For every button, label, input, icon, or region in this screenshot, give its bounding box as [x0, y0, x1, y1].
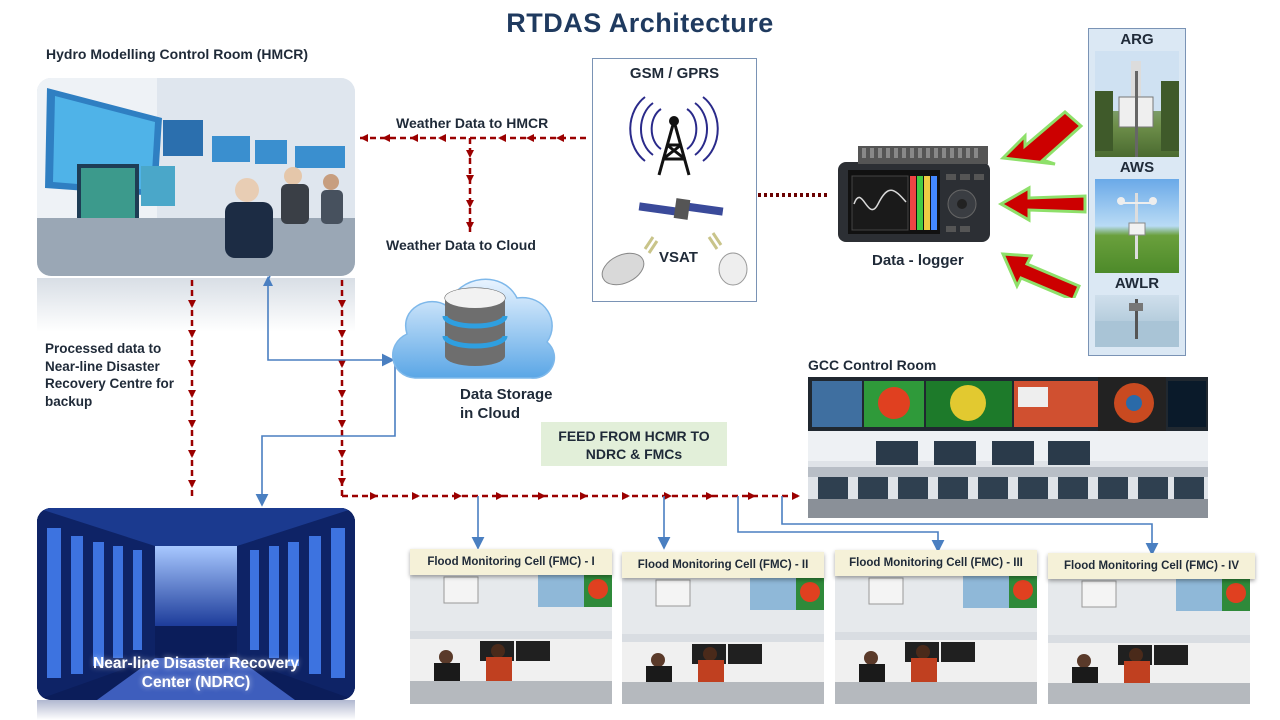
- ndrc-label-line2: Center (NDRC): [141, 674, 251, 691]
- cloud-storage-icon: [392, 278, 556, 379]
- sensor-aws-photo: [1095, 179, 1179, 273]
- tower-icon: [601, 96, 748, 286]
- ndrc-label: Near-line Disaster Recovery Center (NDRC…: [37, 654, 355, 692]
- fmc-panel-3: Flood Monitoring Cell (FMC) - III: [835, 550, 1037, 704]
- feed-line1: FEED FROM HCMR TO: [558, 428, 710, 444]
- gsm-gprs-label: GSM / GPRS: [629, 65, 720, 82]
- sensor-arrows: [997, 110, 1087, 298]
- cloud-storage-label: Data Storage in Cloud: [460, 385, 553, 423]
- dish-antenna-icon: [601, 252, 748, 286]
- link-hmcr-cloud: [267, 282, 395, 367]
- sensor-aws-label: AWS: [1119, 159, 1155, 176]
- fmc-photo-2: [622, 574, 824, 704]
- fmc-panel-1: Flood Monitoring Cell (FMC) - I: [410, 549, 612, 704]
- weather-to-hmcr-label: Weather Data to HMCR: [396, 115, 549, 131]
- arrow-awlr-icon: [1000, 252, 1081, 298]
- sensor-awlr-label: AWLR: [1114, 275, 1160, 292]
- processed-line1: Processed data to: [45, 341, 162, 356]
- arrow-arg-icon: [999, 110, 1084, 166]
- ndrc-label-line1: Near-line Disaster Recovery: [93, 655, 299, 672]
- fmc-title-3: Flood Monitoring Cell (FMC) - III: [835, 550, 1037, 576]
- processed-data-label: Processed data to Near-line Disaster Rec…: [45, 340, 174, 410]
- hmcr-label: Hydro Modelling Control Room (HMCR): [46, 46, 309, 62]
- sensor-arg-label: ARG: [1120, 31, 1154, 48]
- sensor-awlr-photo: [1095, 295, 1179, 347]
- data-logger-device: [838, 144, 990, 244]
- fmc-title-4: Flood Monitoring Cell (FMC) - IV: [1048, 553, 1255, 579]
- sensor-arg-photo: [1095, 51, 1179, 157]
- fmc-photo-4: [1048, 575, 1250, 704]
- processed-line3: Recovery Centre for: [45, 376, 175, 391]
- feed-box: FEED FROM HCMR TO NDRC & FMCs: [541, 422, 727, 466]
- fmc-photo-3: [835, 572, 1037, 704]
- hmcr-photo: [37, 78, 355, 276]
- link-fmc3: [737, 496, 945, 553]
- gcc-photo: [808, 377, 1208, 518]
- satellite-icon: [638, 198, 724, 220]
- feed-line2: NDRC & FMCs: [585, 446, 683, 462]
- processed-line2: Near-line Disaster: [45, 358, 160, 374]
- fmc-panel-4: Flood Monitoring Cell (FMC) - IV: [1048, 553, 1255, 704]
- fmc-photo-1: [410, 571, 612, 704]
- cloud-label-line2: in Cloud: [460, 405, 520, 422]
- ndrc-photo: Near-line Disaster Recovery Center (NDRC…: [37, 508, 355, 700]
- vsat-label: VSAT: [659, 249, 698, 266]
- fmc-panel-2: Flood Monitoring Cell (FMC) - II: [622, 552, 824, 704]
- comms-panel: GSM / GPRS VSAT: [592, 58, 757, 302]
- sensor-panel: ARG AWS AWLR: [1088, 28, 1186, 356]
- weather-to-cloud-label: Weather Data to Cloud: [386, 237, 536, 253]
- data-logger-label: Data - logger: [872, 252, 964, 269]
- ndrc-reflection: [37, 700, 355, 720]
- fmc-title-1: Flood Monitoring Cell (FMC) - I: [410, 549, 612, 575]
- fmc-title-2: Flood Monitoring Cell (FMC) - II: [622, 552, 824, 578]
- feed-label: FEED FROM HCMR TO NDRC & FMCs: [541, 427, 727, 463]
- gcc-label: GCC Control Room: [808, 357, 937, 373]
- processed-line4: backup: [45, 393, 93, 409]
- arrow-aws-icon: [997, 185, 1087, 223]
- hmcr-reflection: [37, 278, 355, 332]
- diagram-title: RTDAS Architecture: [506, 8, 774, 38]
- link-cloud-ndrc: [255, 360, 396, 507]
- link-fmc4: [781, 496, 1159, 556]
- cloud-label-line1: Data Storage: [460, 386, 553, 403]
